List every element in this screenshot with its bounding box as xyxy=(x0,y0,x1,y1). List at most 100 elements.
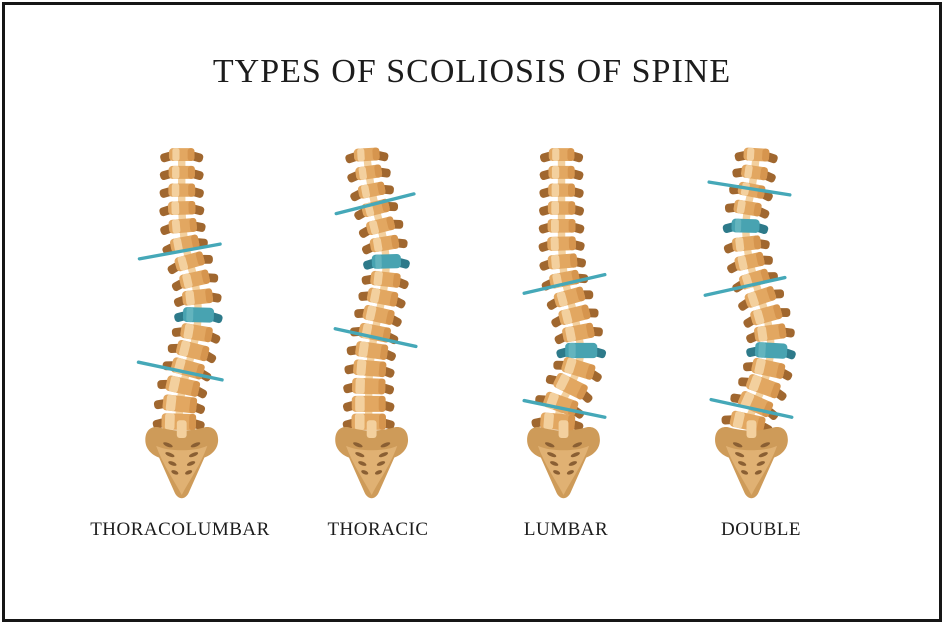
spinal-column-end xyxy=(746,420,757,438)
sacral-foramen xyxy=(566,470,574,475)
vertebra xyxy=(727,251,773,274)
vertebra xyxy=(167,251,213,275)
vertebra xyxy=(551,304,599,328)
curve-angle-line xyxy=(136,360,224,382)
sacral-foramen xyxy=(572,442,583,448)
vertebra xyxy=(545,372,593,403)
sacral-foramen xyxy=(756,461,765,466)
vertebra xyxy=(743,304,791,328)
curve-angle-line xyxy=(333,327,418,349)
apex-vertebra xyxy=(174,307,223,324)
vertebra xyxy=(538,218,585,234)
vertebra xyxy=(345,147,389,164)
curve-angle-line xyxy=(709,397,794,419)
sacral-foramen xyxy=(549,461,559,466)
vertebra xyxy=(539,201,585,216)
vertebra xyxy=(539,148,584,163)
vertebra xyxy=(539,253,587,271)
vertebra xyxy=(553,357,602,382)
spine-thoracolumbar xyxy=(136,148,224,499)
spinal-column-end xyxy=(366,420,377,438)
curve-angle-line xyxy=(137,242,222,261)
sacral-foramen xyxy=(380,442,391,448)
vertebra xyxy=(358,287,406,309)
vertebra xyxy=(346,341,396,361)
sacral-foramen xyxy=(732,442,743,448)
vertebra xyxy=(554,322,603,345)
sacral-foramen xyxy=(186,461,196,466)
spinal-column-end xyxy=(176,420,187,438)
sacral-foramen xyxy=(358,461,367,466)
vertebra xyxy=(344,359,395,378)
vertebra xyxy=(738,286,785,311)
sacral-foramen xyxy=(361,470,369,475)
vertebra xyxy=(153,394,206,414)
sacral-foramen xyxy=(570,452,580,458)
vertebra xyxy=(171,323,221,344)
vertebra xyxy=(347,164,391,183)
spine-lumbar xyxy=(522,148,607,499)
curve-angle-line xyxy=(703,275,787,297)
vertebra xyxy=(159,165,204,181)
sacral-foramen xyxy=(171,470,179,475)
apex-vertebra xyxy=(746,342,796,360)
vertebra xyxy=(358,216,404,238)
sacral-foramen xyxy=(760,442,771,448)
sacral-foramen xyxy=(758,452,768,458)
sacral-foramen xyxy=(754,470,762,475)
sacrum xyxy=(335,420,409,499)
sacrum xyxy=(145,420,219,499)
vertebra xyxy=(743,357,793,381)
vertebra xyxy=(734,147,778,164)
sacral-foramen xyxy=(547,452,557,458)
apex-vertebra xyxy=(722,218,769,235)
spine-thoracic xyxy=(333,147,418,499)
vertebra xyxy=(343,377,395,395)
sacral-foramen xyxy=(553,470,561,475)
sacral-foramen xyxy=(735,452,745,458)
sacral-foramen xyxy=(353,442,363,448)
vertebra xyxy=(724,199,770,219)
vertebra xyxy=(160,218,206,236)
label-lumbar: LUMBAR xyxy=(523,519,609,540)
vertebra xyxy=(362,234,408,255)
vertebra xyxy=(159,183,204,198)
vertebra xyxy=(354,305,402,327)
vertebra xyxy=(538,236,585,252)
sacral-foramen xyxy=(544,442,555,448)
sacral-foramen xyxy=(188,452,199,458)
curve-angle-line xyxy=(334,192,416,216)
page-title: TYPES OF SCOLIOSIS OF SPINE xyxy=(212,53,732,90)
vertebra xyxy=(173,288,222,307)
sacral-foramen xyxy=(190,442,201,448)
apex-vertebra xyxy=(363,254,410,270)
vertebra xyxy=(167,339,217,364)
vertebra xyxy=(746,323,795,344)
vertebra xyxy=(350,181,394,202)
curve-angle-line xyxy=(522,398,607,419)
vertebra xyxy=(361,270,409,290)
curve-angle-line xyxy=(522,272,607,295)
vertebra xyxy=(546,286,594,310)
sacral-foramen xyxy=(741,470,749,475)
apex-vertebra xyxy=(556,342,607,359)
label-thoracolumbar: THORACOLUMBAR xyxy=(90,519,270,540)
sacral-foramen xyxy=(378,452,389,458)
vertebra xyxy=(539,183,584,198)
vertebra xyxy=(160,148,204,163)
vertebra xyxy=(539,165,584,181)
vertebra xyxy=(157,375,208,399)
sacral-foramen xyxy=(374,470,383,475)
spinal-column-end xyxy=(558,420,569,438)
sacral-foramen xyxy=(163,442,173,448)
sacral-foramen xyxy=(185,470,193,475)
vertebra xyxy=(723,235,770,254)
vertebra xyxy=(342,395,395,412)
label-double: DOUBLE xyxy=(720,519,802,540)
vertebra xyxy=(721,410,773,435)
sacrum xyxy=(527,420,600,499)
sacral-foramen xyxy=(568,461,578,466)
sacral-foramen xyxy=(165,452,175,458)
sacrum xyxy=(715,420,788,499)
